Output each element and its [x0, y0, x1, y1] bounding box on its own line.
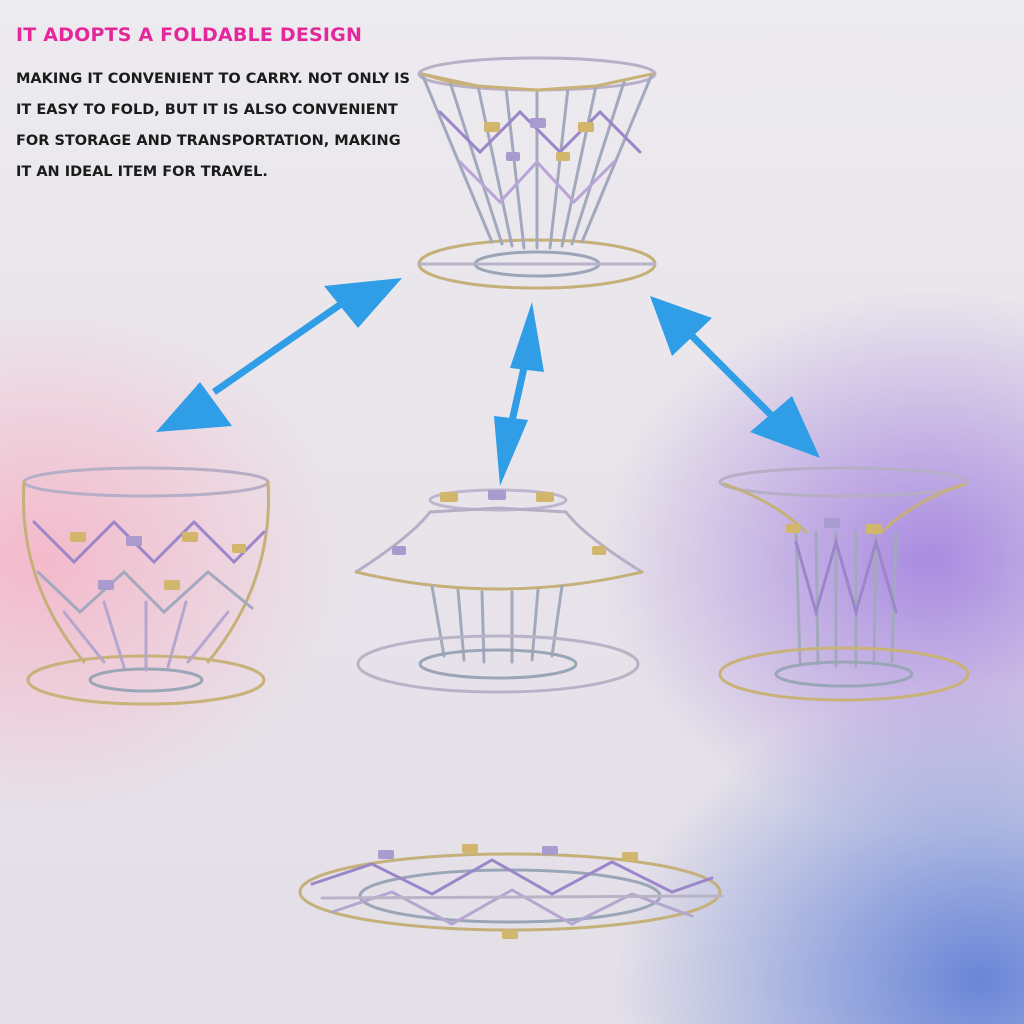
wide-bowl-dripper: [14, 462, 279, 722]
double-arrow-right-icon: [650, 296, 820, 458]
double-arrow-left-icon: [156, 278, 402, 432]
page-heading: IT ADOPTS A FOLDABLE DESIGN: [16, 24, 363, 46]
fully-flattened-dripper: [292, 834, 732, 954]
feature-description: MAKING IT CONVENIENT TO CARRY. NOT ONLY …: [16, 71, 410, 180]
conical-dripper-top: [410, 52, 665, 302]
flared-half-folded-dripper: [352, 486, 647, 711]
double-arrow-center-icon: [494, 302, 544, 486]
tall-cylinder-dripper: [716, 462, 976, 707]
